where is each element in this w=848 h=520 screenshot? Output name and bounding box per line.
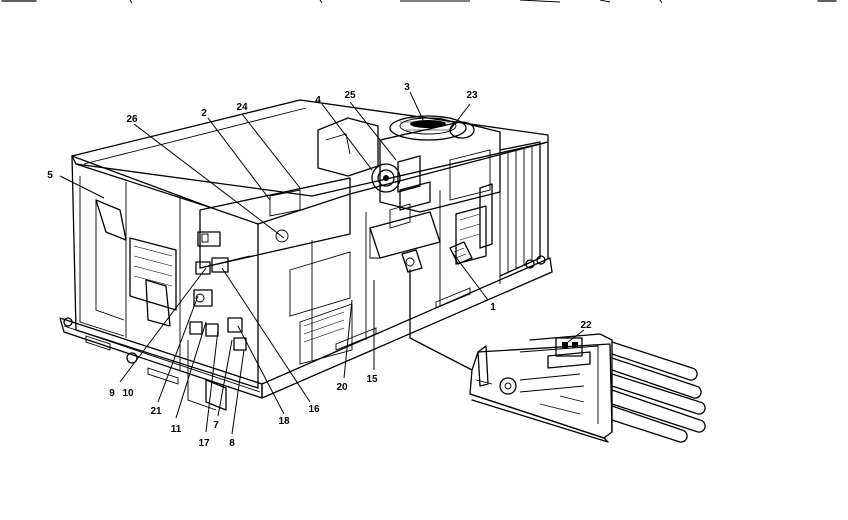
callout-23: 23 — [466, 90, 478, 101]
gas-valve — [555, 337, 583, 357]
burner-tubes — [611, 341, 706, 443]
callout-18: 18 — [278, 416, 290, 427]
callout-26: 26 — [126, 114, 138, 125]
burner-compartment — [95, 199, 247, 411]
fan-assembly — [317, 115, 501, 265]
callout-16: 16 — [308, 404, 320, 415]
callout-21: 21 — [150, 406, 162, 417]
callout-4: 4 — [315, 95, 321, 106]
callout-labels: 1 2 3 4 5 7 8 9 10 11 15 16 17 18 20 21 … — [47, 82, 592, 449]
callout-20: 20 — [336, 382, 348, 393]
callout-17: 17 — [198, 438, 210, 449]
callout-1: 1 — [490, 302, 496, 313]
control-box — [199, 177, 353, 365]
callout-5: 5 — [47, 170, 53, 181]
leader-lines — [59, 91, 585, 435]
callout-22: 22 — [580, 320, 592, 331]
callout-8: 8 — [229, 438, 235, 449]
callout-2: 2 — [201, 108, 207, 119]
callout-15: 15 — [366, 374, 378, 385]
callout-7: 7 — [213, 420, 219, 431]
callout-11: 11 — [171, 424, 182, 435]
callout-9: 9 — [109, 388, 115, 399]
burner-manifold-detail — [469, 333, 706, 443]
heat-exchanger — [369, 203, 473, 273]
callout-25: 25 — [344, 90, 356, 101]
unit-cabinet — [59, 99, 553, 399]
detail-connector — [409, 269, 473, 371]
callout-24: 24 — [236, 102, 248, 113]
callout-3: 3 — [404, 82, 410, 93]
top-edge-marks — [1, 0, 837, 4]
callout-10: 10 — [122, 388, 134, 399]
